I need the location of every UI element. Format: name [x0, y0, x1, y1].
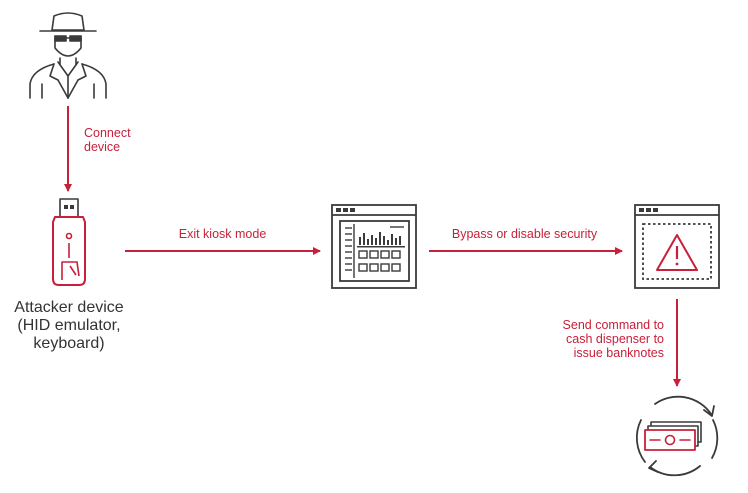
send-command-label-line: issue banknotes: [573, 346, 664, 360]
bypass-security-label: Bypass or disable security: [451, 227, 598, 241]
security-warning-window-icon: [634, 204, 720, 289]
kiosk-window-icon: [331, 204, 417, 289]
cash-dispense-icon: [635, 395, 719, 477]
attacker-device-label: Attacker device (HID emulator, keyboard): [4, 299, 134, 353]
attacker-device-label-line: keyboard): [33, 335, 105, 352]
connect-device-label-line: device: [84, 140, 121, 154]
send-command-label: Send command to cash dispenser to issue …: [530, 318, 664, 360]
usb-device-icon: [52, 198, 86, 286]
connect-device-label-line: Connect: [84, 126, 131, 140]
connect-device-label: Connect device: [84, 126, 131, 154]
hacker-icon: [29, 12, 107, 99]
send-command-label-line: Send command to: [562, 318, 664, 332]
exit-kiosk-label: Exit kiosk mode: [178, 227, 267, 241]
attacker-device-label-line: (HID emulator,: [17, 317, 121, 334]
send-command-label-line: cash dispenser to: [566, 332, 664, 346]
attacker-device-label-line: Attacker device: [14, 299, 124, 316]
